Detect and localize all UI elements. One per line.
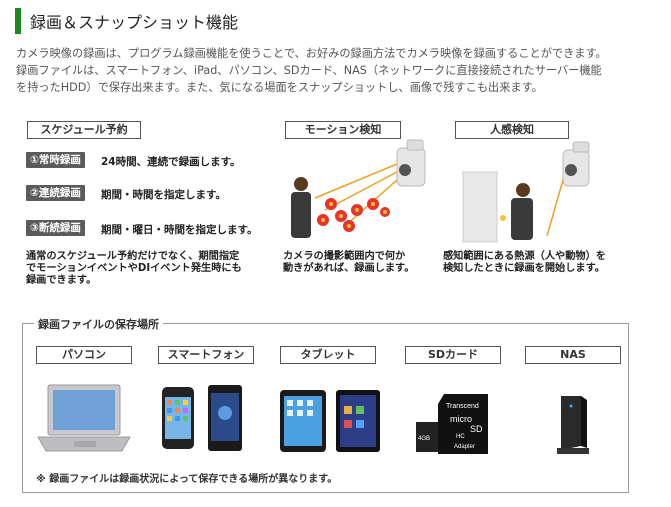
- storage-note: ※ 録画ファイルは録画状況によって保存できる場所が異なります。: [36, 474, 338, 485]
- storage-label-sdcard: SDカード: [405, 346, 501, 364]
- continuous-recording-text: 期間・時間を指定します。: [101, 189, 226, 201]
- schedule-description: 通常のスケジュール予約だけでなく、期間指定 でモーションイベントやDIイベント発…: [26, 251, 242, 287]
- intro-line: カメラ映像の録画は、プログラム録画機能を使うことで、お好みの録画方法でカメラ映像…: [16, 47, 607, 60]
- schedule-label: スケジュール予約: [27, 121, 141, 139]
- camera-icon: [562, 141, 590, 187]
- intro-line: 録画ファイルは、スマートフォン、iPad、パソコン、SDカード、NAS（ネットワ…: [16, 64, 602, 77]
- badge-always-recording: ①常時録画: [26, 152, 85, 168]
- human-detection-label: 人感検知: [455, 121, 569, 139]
- flower-icons: [299, 198, 390, 232]
- storage-label-nas: NAS: [525, 346, 621, 364]
- badge-continuous-recording: ②連続録画: [26, 185, 85, 201]
- desc-line: 動きがあれば、録画します。: [283, 263, 415, 274]
- motion-detection-illustration: [291, 139, 426, 238]
- door-icon: [462, 171, 498, 243]
- desc-line: 感知範囲にある熱源（人や動物）を: [443, 251, 606, 262]
- sdcard-brand-text: Transcend: [446, 403, 479, 410]
- storage-frame: [22, 323, 629, 493]
- page-title: 録画＆スナップショット機能: [30, 13, 239, 32]
- sdcard-icon: 4GB Transcend micro SD HC Adapter: [416, 394, 488, 454]
- human-detection-illustration: [462, 141, 590, 243]
- desc-line: 通常のスケジュール予約だけでなく、期間指定: [26, 251, 240, 262]
- sdcard-gb-text: 4GB: [418, 436, 430, 442]
- intermittent-recording-text: 期間・曜日・時間を指定します。: [101, 224, 258, 236]
- always-recording-text: 24時間、連続で録画します。: [101, 156, 241, 168]
- badge-intermittent-recording: ③断続録画: [26, 220, 85, 236]
- storage-title: 録画ファイルの保存場所: [34, 316, 163, 332]
- person-icon: [500, 183, 533, 240]
- title-accent-bar: [15, 8, 21, 34]
- desc-line: 録画できます。: [26, 275, 97, 286]
- laptop-icon: [37, 384, 131, 452]
- storage-label-tablet: タブレット: [280, 346, 376, 364]
- sdcard-micro-text: micro: [450, 414, 472, 424]
- person-icon: [291, 177, 311, 238]
- intro-line: を持ったHDD）で保存出来ます。また、気になる場面をスナップショットし、画像で残…: [16, 81, 543, 94]
- sdcard-sd-text: SD: [470, 424, 483, 434]
- motion-description: カメラの撮影範囲内で何か 動きがあれば、録画します。: [283, 251, 414, 275]
- intro-text: カメラ映像の録画は、プログラム録画機能を使うことで、お好みの録画方法でカメラ映像…: [16, 45, 656, 96]
- nas-icon: [557, 396, 589, 454]
- sdcard-hc-text: HC: [456, 434, 465, 440]
- smartphone-icon: [162, 385, 242, 451]
- sdcard-adapter-text: Adapter: [454, 444, 475, 450]
- storage-label-pc: パソコン: [36, 346, 132, 364]
- storage-label-smartphone: スマートフォン: [158, 346, 254, 364]
- tablet-icon: [280, 390, 380, 452]
- motion-detection-label: モーション検知: [285, 121, 401, 139]
- human-description: 感知範囲にある熱源（人や動物）を 検知したときに録画を開始します。: [443, 251, 606, 275]
- desc-line: カメラの撮影範囲内で何か: [283, 251, 406, 262]
- desc-line: でモーションイベントやDIイベント発生時にも: [26, 263, 242, 274]
- camera-icon: [396, 139, 426, 187]
- desc-line: 検知したときに録画を開始します。: [443, 263, 605, 274]
